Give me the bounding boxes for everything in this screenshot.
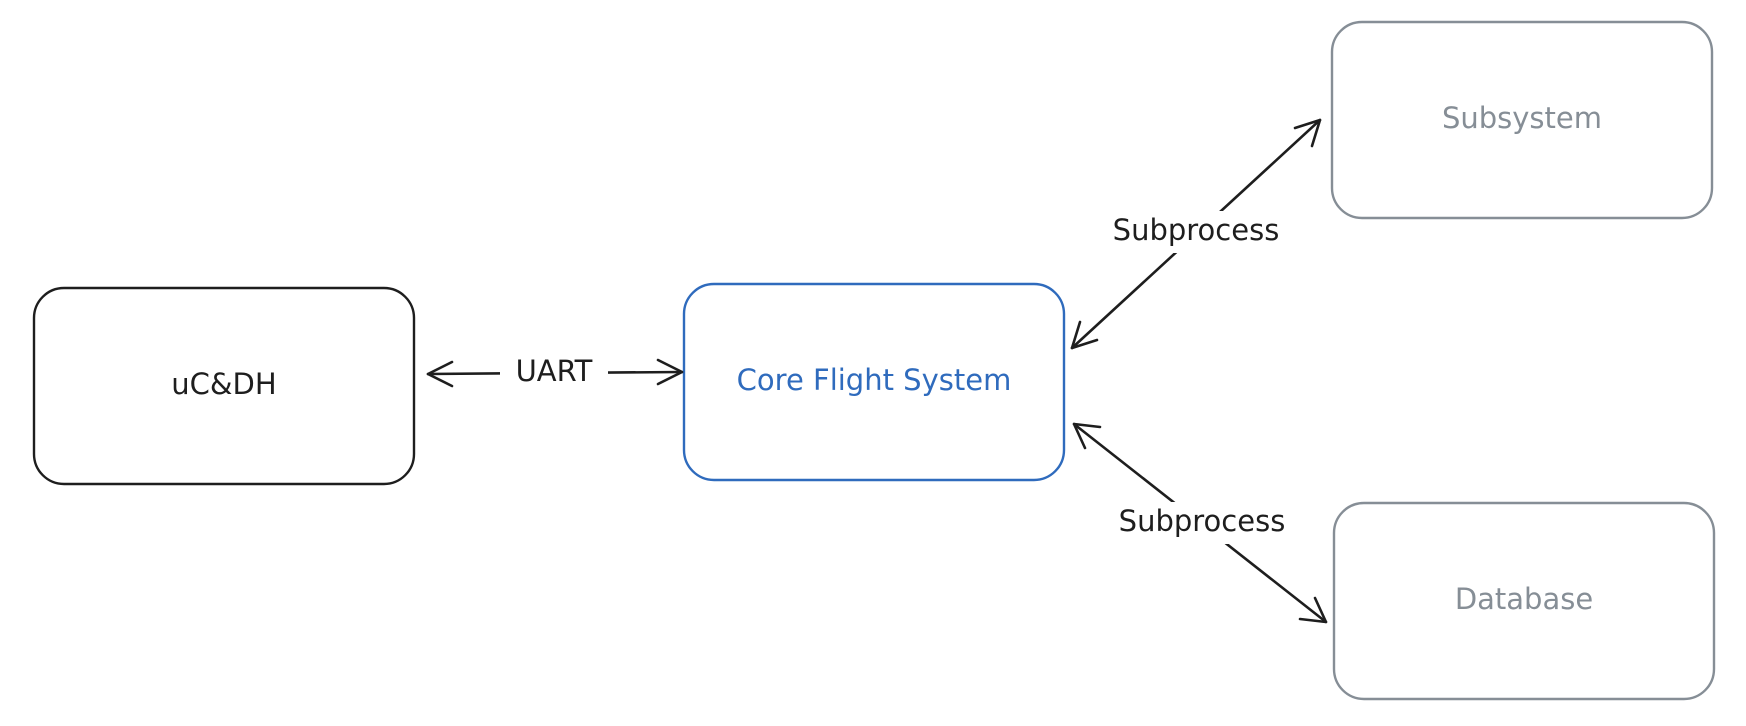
- edge-uart-label: UART: [516, 354, 593, 388]
- edge-subprocess-subsystem-arrowhead-cfs: [1070, 320, 1099, 350]
- edge-subprocess-subsystem-arrowhead-subsystem: [1293, 118, 1322, 148]
- node-core-flight-system-label: Core Flight System: [737, 363, 1012, 397]
- node-subsystem[interactable]: Subsystem: [1330, 20, 1714, 220]
- node-subsystem-label: Subsystem: [1442, 101, 1602, 135]
- node-ucdh-box: [32, 286, 416, 486]
- node-subsystem-box: [1330, 20, 1714, 220]
- node-ucdh-label: uC&DH: [171, 367, 276, 401]
- edge-subprocess-database-label: Subprocess: [1119, 504, 1286, 538]
- edge-subprocess-database-label-bg: [1108, 502, 1296, 544]
- node-ucdh[interactable]: uC&DH: [32, 286, 416, 486]
- node-database-label: Database: [1455, 582, 1593, 616]
- edge-uart[interactable]: UART: [426, 352, 684, 392]
- node-core-flight-system-box: [682, 282, 1066, 482]
- edge-uart-label-bg: [500, 352, 608, 392]
- edge-subprocess-database-arrowhead-cfs: [1072, 422, 1102, 450]
- edge-subprocess-subsystem[interactable]: Subprocess: [1070, 118, 1322, 350]
- edge-subprocess-subsystem-label-bg: [1102, 211, 1290, 253]
- edge-uart-arrowhead-left: [426, 360, 454, 388]
- node-database[interactable]: Database: [1332, 501, 1716, 701]
- edge-subprocess-database-arrowhead-database: [1298, 596, 1328, 624]
- node-database-box: [1332, 501, 1716, 701]
- node-core-flight-system[interactable]: Core Flight System: [682, 282, 1066, 482]
- edge-uart-arrowhead-right: [656, 358, 684, 386]
- edge-subprocess-subsystem-label: Subprocess: [1113, 213, 1280, 247]
- edge-subprocess-database[interactable]: Subprocess: [1072, 422, 1328, 624]
